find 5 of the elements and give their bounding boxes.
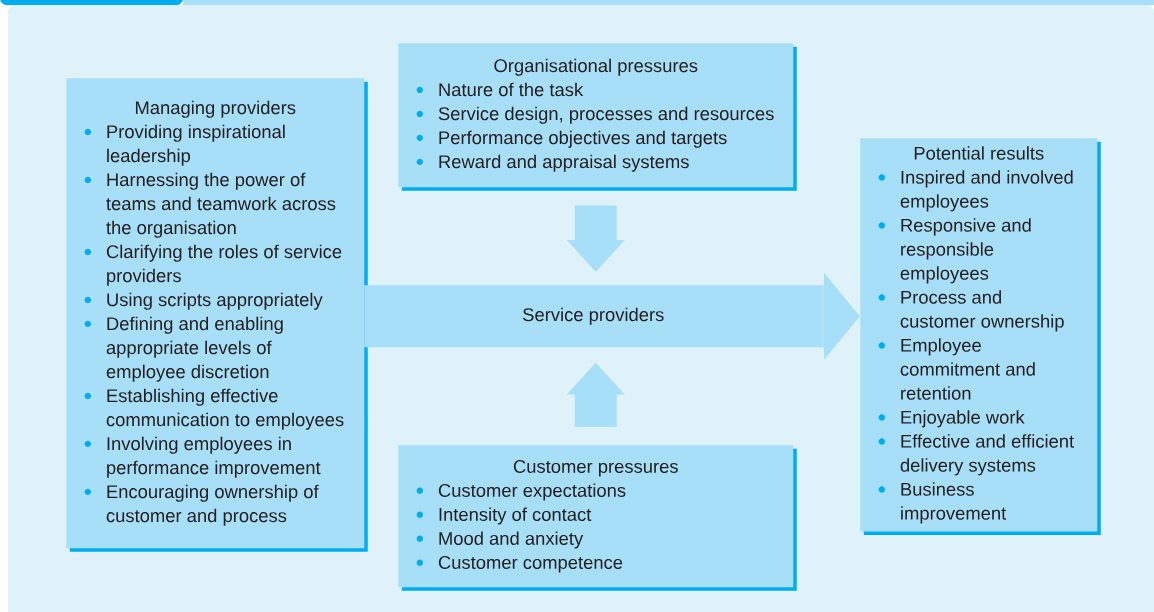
text-box: Potential results Inspired and involved employees Responsive and responsible employees Process and customer ownership Employee commitment and retention Enjoyable work Effective and efficient delivery systems Business improvement xyxy=(860,138,1101,535)
text-box: Managing providers Providing inspirational leadership Harnessing the power of teams and teamwork across the organisation Clarifying the roles of service providers Using scripts appropriately Defining and enabling appropriate levels of employee discretion Establishing effective communication to employees Involving employees in performance improvement Encouraging ownership of customer and process xyxy=(66,78,368,552)
node-label: Service providers xyxy=(523,307,664,325)
text-box: Customer pressures Customer expectations Intensity of contact Mood and anxiety Customer competence xyxy=(398,445,797,591)
text-box: Organisational pressures Nature of the task Service design, processes and resources Performance objectives and targets Reward and appraisal systems xyxy=(398,43,797,191)
